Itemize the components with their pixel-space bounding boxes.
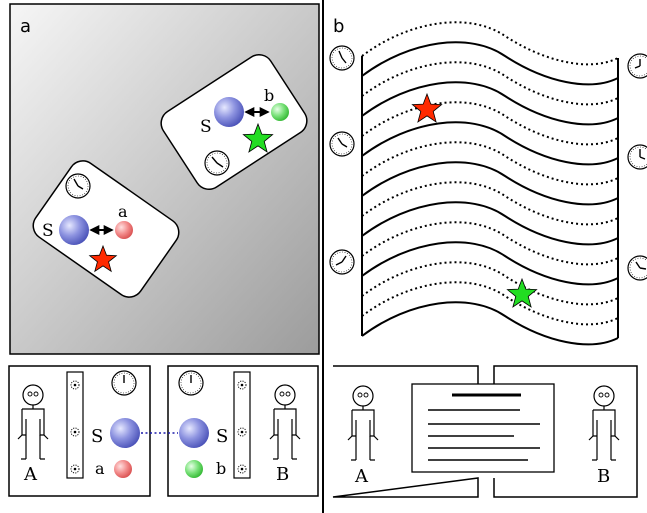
s-label-b: S: [216, 426, 228, 447]
panel-a-background: [9, 3, 320, 355]
solid-wave: [361, 201, 619, 246]
person-a-label: A: [23, 464, 38, 485]
red-star: [411, 92, 443, 123]
dotted-wave: [361, 21, 619, 66]
s-sphere: [59, 215, 89, 245]
clock-icon: [329, 249, 355, 275]
bottom-right-panel: A B: [332, 365, 638, 498]
clock-icon: [178, 370, 204, 396]
particle-b-label: b: [216, 459, 226, 478]
clock-icon: [627, 255, 647, 281]
solid-wave: [361, 41, 619, 86]
bottom-left-panel: A S a S b: [8, 365, 319, 497]
person-a-label: A: [354, 466, 369, 487]
particle-a-label: a: [95, 459, 105, 478]
cell-a-contents: S a: [42, 173, 133, 273]
person-a-icon: [347, 385, 379, 461]
spacetime-sheet: [361, 21, 619, 346]
person-b-label: B: [276, 464, 289, 485]
particle-a-label: a: [118, 202, 128, 221]
dotted-wave: [361, 141, 619, 186]
panel-b-label: b: [333, 16, 344, 37]
dotted-wave: [361, 221, 619, 266]
solid-wave: [361, 301, 619, 346]
person-b-label: B: [597, 466, 610, 487]
dotted-wave: [361, 261, 619, 306]
panel-a-label: a: [20, 16, 31, 37]
solid-wave: [361, 121, 619, 166]
particle-a: [115, 221, 133, 239]
dotted-wave: [361, 101, 619, 146]
red-star: [88, 244, 118, 273]
dotted-wave: [361, 61, 619, 106]
s-label: S: [42, 221, 54, 241]
clock-icon: [65, 173, 91, 199]
s-label-a: S: [91, 426, 103, 447]
cell-b-contents: S b: [200, 86, 289, 176]
s-sphere: [179, 418, 209, 448]
solid-wave: [361, 241, 619, 286]
clock-icon: [329, 131, 355, 157]
detector-column-a: [66, 371, 84, 479]
detector-column-b: [233, 371, 251, 479]
solid-wave: [361, 161, 619, 206]
dotted-wave: [361, 181, 619, 226]
s-sphere: [214, 97, 244, 127]
green-star: [242, 122, 274, 153]
dotted-wave: [361, 281, 619, 326]
shared-document: [411, 383, 555, 473]
particle-b: [271, 103, 289, 121]
clock-icon: [111, 370, 137, 396]
clock-icon: [627, 144, 647, 170]
solid-wave: [361, 81, 619, 126]
lab-a-frame: [332, 365, 479, 498]
particle-a: [114, 460, 132, 478]
clock-icon: [627, 53, 647, 79]
panel-b: b: [329, 16, 647, 346]
particle-b: [185, 460, 203, 478]
s-sphere: [110, 418, 140, 448]
green-star: [506, 277, 538, 308]
panel-a: a S a S b: [9, 3, 320, 355]
particle-b-label: b: [264, 86, 274, 105]
s-label: S: [200, 117, 212, 137]
clock-icon: [204, 150, 230, 176]
clock-icon: [329, 45, 355, 71]
